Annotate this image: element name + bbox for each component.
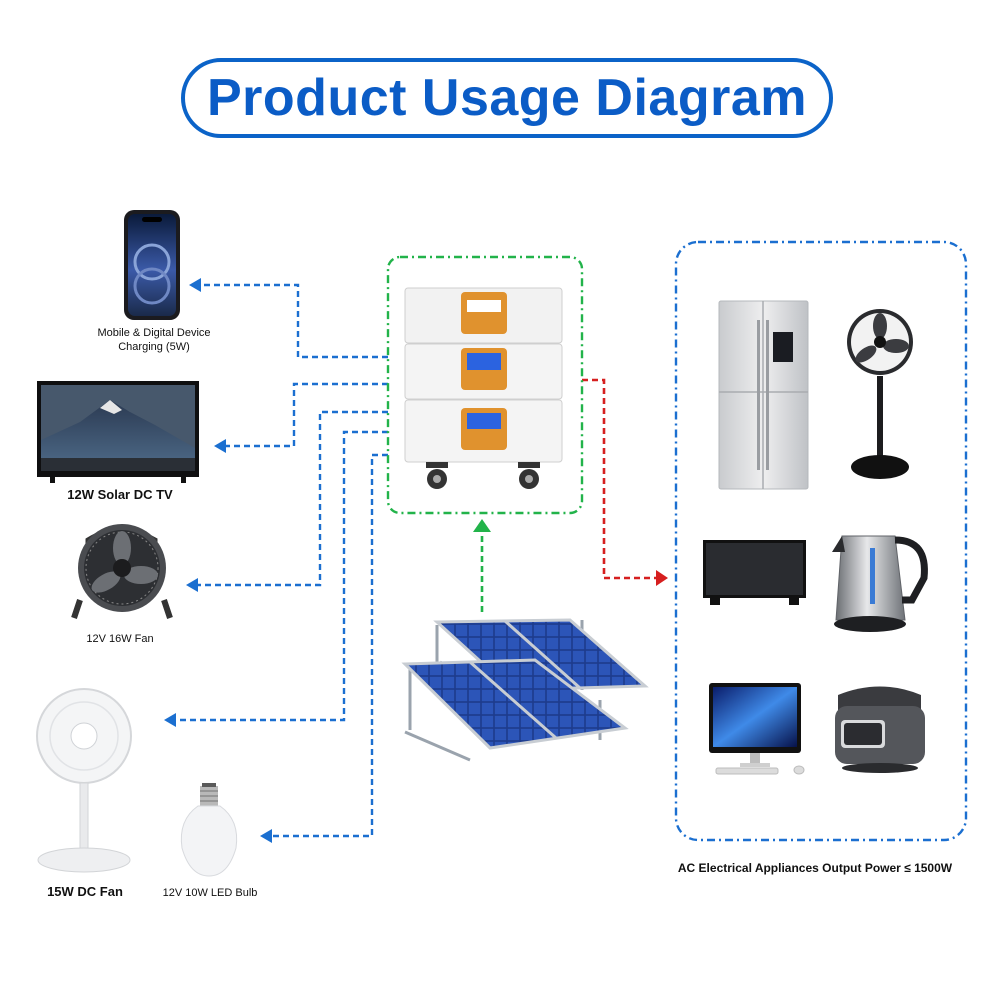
solar-connection-line [473,519,491,612]
led-bulb-icon [180,783,238,877]
label-led-bulb: 12V 10W LED Bulb [162,887,258,899]
label-dc-standing-fan: 15W DC Fan [47,884,123,899]
dc-connection-lines [176,283,388,838]
dc-box-fan-icon [71,524,173,619]
ac-appliances-frame [674,240,968,842]
ac-connection-line [582,378,668,586]
refrigerator-icon [718,300,809,490]
dc-arrowheads [164,278,272,843]
rice-cooker-icon [835,686,925,773]
arrow-solar [473,519,491,532]
tv-icon [37,381,199,483]
label-solar-dc-tv: 12W Solar DC TV [67,487,173,502]
line-to-bulb [272,453,388,838]
smartphone-icon [124,210,180,320]
label-ac-appliances: AC Electrical Appliances Output Power ≤ … [677,861,953,875]
solar-panel-icon [401,618,649,762]
line-to-phone [200,283,388,359]
title-banner: Product Usage Diagram [181,58,833,138]
pedestal-fan-icon [847,309,913,479]
label-dc-box-fan: 12V 16W Fan [86,633,154,645]
line-to-box-fan [198,410,388,587]
label-mobile-charging: Mobile & Digital Device Charging (5W) [97,327,211,353]
arrow-ac [656,570,668,586]
line-to-tv [226,382,388,448]
desktop-computer-icon [709,683,805,775]
electric-kettle-icon [832,535,928,632]
line-to-standing-fan [176,430,388,722]
page-title: Product Usage Diagram [207,69,807,127]
arrow-tv [214,439,226,453]
battery-stack-icon [404,287,563,489]
arrow-bulb [260,829,272,843]
arrow-phone [189,278,201,292]
television-icon [703,540,806,605]
standing-fan-icon [36,688,132,873]
arrow-standing-fan [164,713,176,727]
arrow-box-fan [186,578,198,592]
battery-frame [386,255,584,515]
